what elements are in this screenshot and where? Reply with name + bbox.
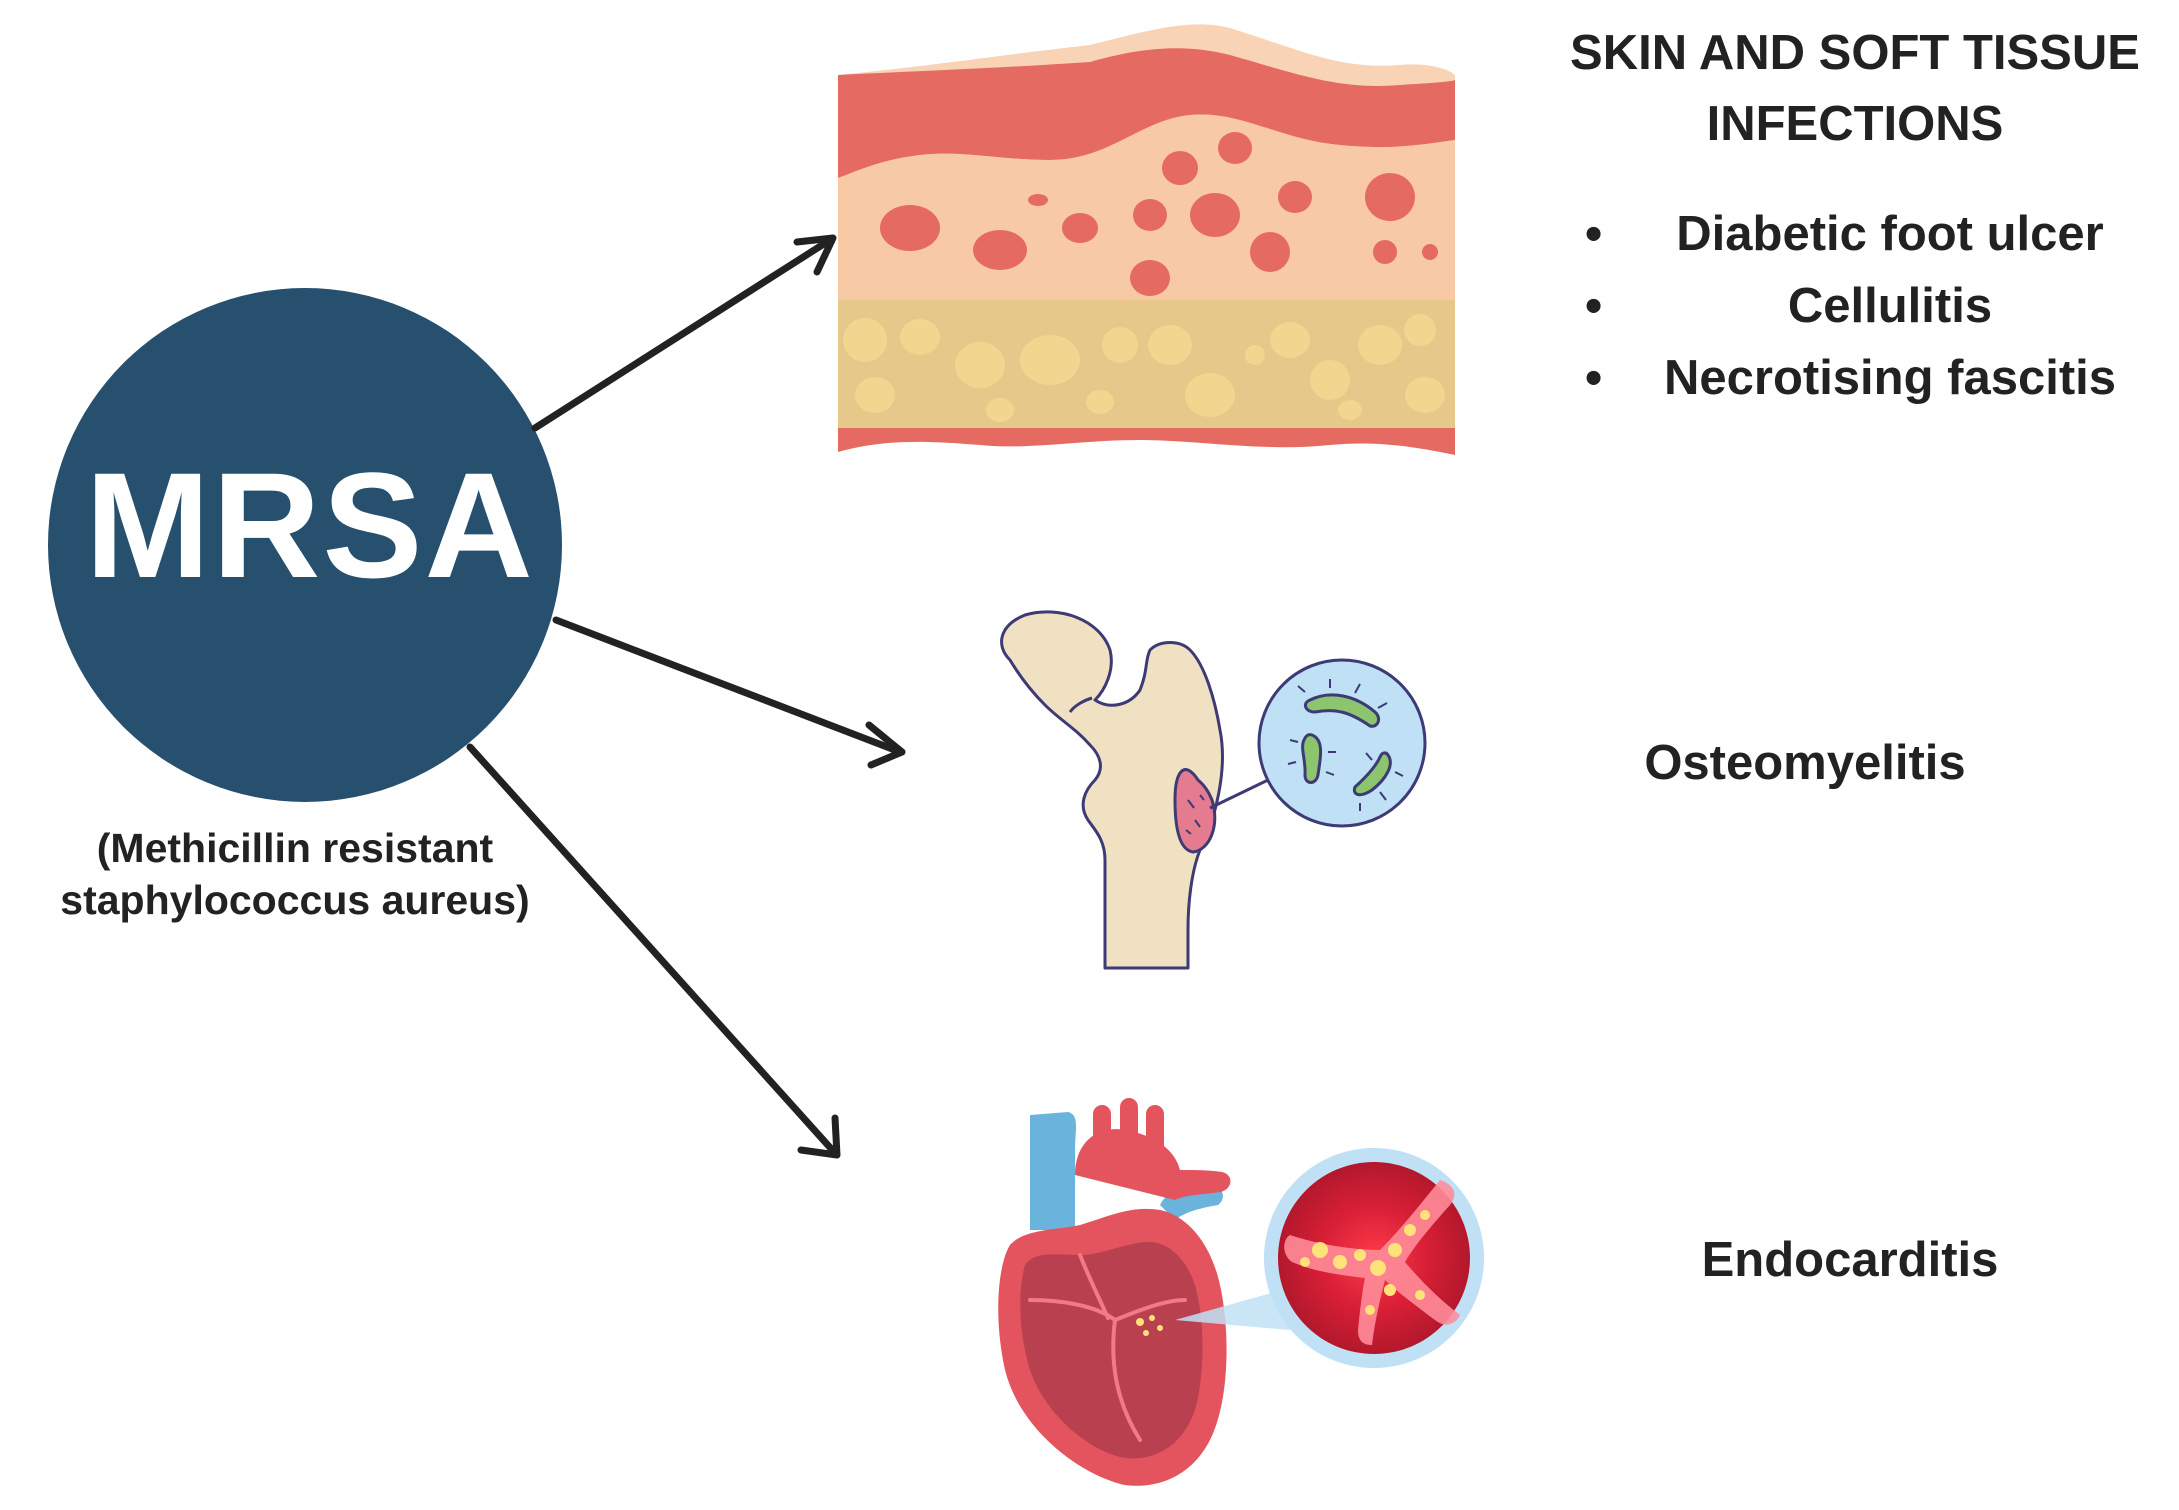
mrsa-title: MRSA [85, 441, 535, 609]
arrow-to-heart [466, 743, 841, 1159]
heart-illustration [998, 1098, 1484, 1486]
arrow-to-bone [552, 616, 906, 769]
list-item-cellulitis: • Cellulitis [1550, 272, 2170, 344]
bullet: • [1585, 279, 1603, 333]
arrow-to-skin [531, 234, 837, 432]
list-item-label: Cellulitis [1787, 279, 1993, 333]
list-item-diabetic-foot-ulcer: • Diabetic foot ulcer [1550, 200, 2170, 272]
endocarditis-label: Endocarditis [1701, 1233, 1999, 1287]
list-item-label: Necrotising fascitis [1663, 351, 2117, 405]
bullet: • [1585, 207, 1603, 261]
mrsa-full-name-line1: (Methicillin resistant [96, 825, 494, 871]
bullet: • [1585, 351, 1603, 405]
skin-heading-line1: SKIN AND SOFT TISSUE [1570, 26, 2140, 80]
skin-infections-heading: SKIN AND SOFT TISSUE INFECTIONS [1530, 18, 2179, 160]
osteomyelitis-label: Osteomyelitis [1644, 736, 1966, 790]
skin-infections-list: • Diabetic foot ulcer • Cellulitis • Nec… [1550, 200, 2170, 416]
list-item-necrotising-fascitis: • Necrotising fascitis [1550, 344, 2170, 416]
skin-heading-line2: INFECTIONS [1706, 97, 2004, 152]
skin-tissue-illustration [838, 24, 1455, 455]
list-item-label: Diabetic foot ulcer [1676, 207, 2104, 261]
femur-bone-illustration [1000, 610, 1427, 970]
mrsa-circle [48, 288, 562, 802]
mrsa-full-name: (Methicillin resistant staphylococcus au… [0, 822, 590, 926]
mrsa-full-name-line2: staphylococcus aureus) [60, 877, 530, 924]
